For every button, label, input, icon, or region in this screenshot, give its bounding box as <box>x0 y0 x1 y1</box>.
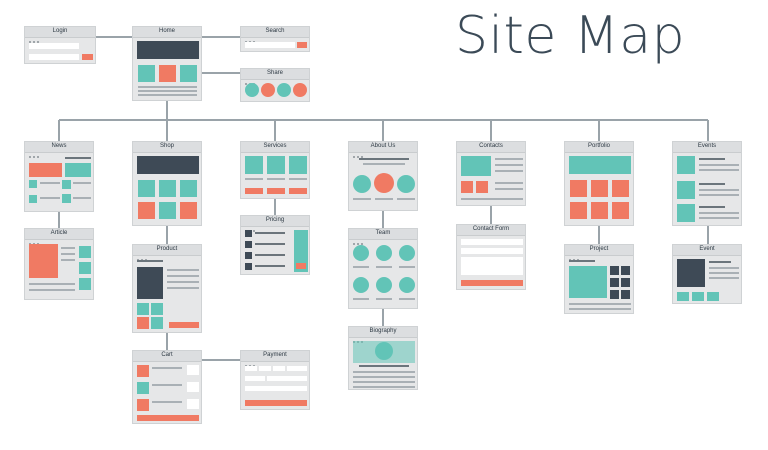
node-label: Share <box>266 70 283 76</box>
node-event[interactable]: Event <box>672 244 742 304</box>
node-contacts[interactable]: Contacts <box>456 141 526 206</box>
node-project[interactable]: Project <box>564 244 634 314</box>
page-title: Site Map <box>455 6 686 66</box>
node-portfolio[interactable]: Portfolio <box>564 141 634 226</box>
node-label: Event <box>699 246 715 252</box>
node-product[interactable]: Product <box>132 244 202 333</box>
node-label: Login <box>52 28 68 34</box>
node-article[interactable]: Article <box>24 228 94 300</box>
node-news[interactable]: News <box>24 141 94 212</box>
node-label: Project <box>589 246 609 252</box>
node-label: Payment <box>263 352 287 358</box>
node-events[interactable]: Events <box>672 141 742 226</box>
node-label: Contacts <box>479 143 503 149</box>
node-label: Contact Form <box>472 226 510 232</box>
node-home[interactable]: Home <box>132 26 202 101</box>
node-team[interactable]: Team <box>348 228 418 309</box>
node-label: Cart <box>161 352 173 358</box>
node-label: Biography <box>369 328 397 334</box>
node-contact-form[interactable]: Contact Form <box>456 224 526 290</box>
node-label: Team <box>375 230 391 236</box>
node-payment[interactable]: Payment <box>240 350 310 410</box>
node-shop[interactable]: Shop <box>132 141 202 226</box>
node-search[interactable]: Search <box>240 26 310 52</box>
node-pricing[interactable]: Pricing <box>240 215 310 275</box>
node-label: Shop <box>159 143 174 149</box>
node-label: Product <box>156 246 178 252</box>
node-label: Article <box>50 230 68 236</box>
node-cart[interactable]: Cart <box>132 350 202 424</box>
node-label: Pricing <box>265 217 285 223</box>
node-label: About Us <box>370 143 396 149</box>
node-login[interactable]: Login <box>24 26 96 64</box>
node-about-us[interactable]: About Us <box>348 141 418 211</box>
node-label: News <box>51 143 67 149</box>
node-label: Services <box>263 143 287 149</box>
node-share[interactable]: Share <box>240 68 310 102</box>
node-label: Portfolio <box>587 143 610 149</box>
node-label: Search <box>265 28 285 34</box>
node-services[interactable]: Services <box>240 141 310 199</box>
node-label: Events <box>697 143 717 149</box>
node-label: Home <box>158 28 175 34</box>
node-biography[interactable]: Biography <box>348 326 418 390</box>
